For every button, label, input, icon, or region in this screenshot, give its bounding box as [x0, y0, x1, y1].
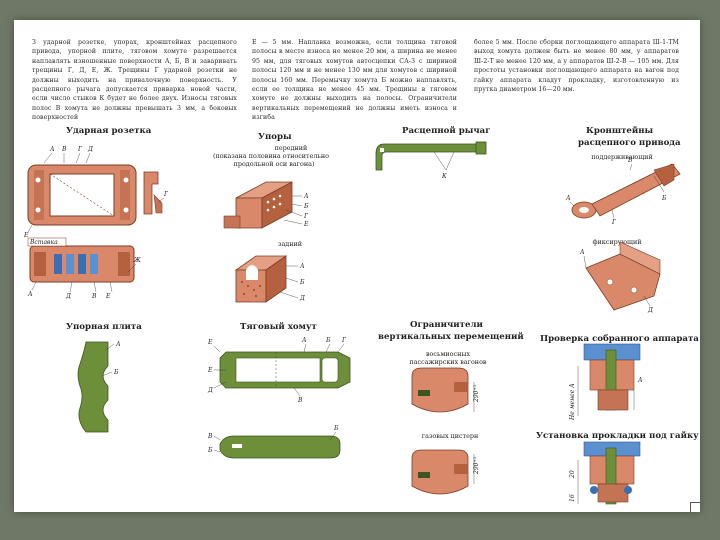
technical-drawings: А В Г Д Е Вставка А Д В Е Ж Г — [23, 141, 681, 505]
label: В — [61, 146, 67, 153]
label: Е — [303, 221, 309, 228]
dim-20: 20 — [569, 470, 576, 479]
label: А — [637, 377, 643, 384]
proverka-drawing: Не менее А А — [569, 343, 643, 421]
label: А — [27, 291, 33, 298]
label: В — [627, 157, 633, 164]
text-column-3: более 5 мм. После сборки поглощающего ап… — [474, 39, 679, 94]
title-upory: Упоры — [258, 132, 292, 142]
dim-290-1: 290⁺⁵ — [473, 384, 480, 403]
label: Б — [333, 425, 339, 432]
label: Д — [207, 387, 213, 394]
label: Б — [661, 195, 667, 202]
label: Д — [299, 295, 305, 302]
ustanovka-drawing: 20 16 — [569, 441, 641, 505]
title-ogranichiteli: Ограничители — [410, 320, 483, 330]
rascepnoy-rychag-drawing: К — [375, 141, 487, 180]
sub-gazovyh-cistern: газовых цистерн — [421, 432, 479, 440]
label-vstavka: Вставка — [29, 239, 58, 246]
label: Е — [207, 367, 213, 374]
title-ogranichiteli-2: вертикальных перемещений — [378, 332, 524, 342]
label: Б — [325, 337, 331, 344]
sub-passazhirskih: пассажирских вагонов — [409, 358, 487, 366]
sub-upory-zadniy: задний — [277, 240, 302, 248]
label: А — [49, 146, 55, 153]
label: В — [297, 397, 303, 404]
page-corner — [690, 502, 700, 512]
label: А — [299, 263, 305, 270]
title-udarnaya-rozetka: Ударная розетка — [66, 126, 152, 136]
kronshteiny-drawing: А Г Б В А Д — [565, 157, 681, 314]
sub-upory-note2: продольной оси вагона) — [233, 160, 315, 168]
label: Д — [65, 293, 71, 300]
label: Е — [105, 293, 111, 300]
label: Г — [611, 219, 617, 226]
label: А — [565, 195, 571, 202]
label: Б — [207, 447, 213, 454]
title-kronshteiny: Кронштейны — [586, 126, 654, 136]
label: А — [115, 341, 121, 348]
label: Е — [23, 232, 29, 239]
text-columns: З ударной розетке, упорах, кронштейнах р… — [14, 20, 700, 128]
label: Ж — [133, 257, 141, 264]
tyagovyy-khomut-drawing: Е А Б Г Е Д В В Б Б — [207, 337, 351, 459]
dim-290-2: 290⁺⁵ — [473, 456, 480, 475]
label: А — [579, 249, 585, 256]
title-tyagovyy-khomut: Тяговый хомут — [240, 322, 317, 332]
title-proverka: Проверка собранного аппарата — [540, 334, 699, 344]
label: В — [91, 293, 97, 300]
label: Б — [299, 279, 305, 286]
label: Б — [303, 203, 309, 210]
dim-ne-menee-a: Не менее А — [569, 383, 576, 421]
label: К — [441, 173, 447, 180]
label: Д — [647, 307, 653, 314]
label: Г — [163, 191, 169, 198]
label: Г — [303, 213, 309, 220]
sub-fiksiruyushchiy: фиксирующий — [592, 238, 642, 246]
label: А — [301, 337, 307, 344]
ogranichiteli-drawing: 290⁺⁵ 290⁺⁵ — [411, 367, 480, 495]
title-ustanovka: Установка прокладки под гайку — [536, 431, 699, 441]
label: Б — [113, 369, 119, 376]
label: Е — [207, 339, 213, 346]
sub-vosmiosnyh: восьмиосных — [425, 350, 471, 358]
sub-upory-note1: (показана половина относительно — [212, 152, 330, 160]
sub-upory-peredniy: передний — [274, 144, 308, 152]
label: Г — [341, 337, 347, 344]
label: А — [303, 193, 309, 200]
text-column-1: З ударной розетке, упорах, кронштейнах р… — [32, 39, 237, 122]
udarnaya-rozetka-drawing: А В Г Д Е Вставка А Д В Е Ж Г — [23, 146, 169, 300]
label: Д — [87, 146, 93, 153]
upornaya-plita-drawing: А Б — [77, 341, 121, 433]
title-upornaya-plita: Упорная плита — [66, 322, 142, 332]
label: Г — [77, 146, 83, 153]
text-column-2: Е — 5 мм. Наплавка возможна, если толщин… — [252, 39, 457, 122]
label: В — [207, 433, 213, 440]
document-page: З ударной розетке, упорах, кронштейнах р… — [14, 20, 700, 512]
dim-16: 16 — [569, 494, 576, 502]
title-kronshteiny-2: расцепного привода — [578, 138, 681, 148]
upory-drawing: А Б Г Е А Б Д — [223, 181, 309, 303]
title-rascepnoy-rychag: Расцепной рычаг — [402, 126, 491, 136]
sub-podderzhivayushchiy: поддерживающий — [591, 153, 653, 161]
